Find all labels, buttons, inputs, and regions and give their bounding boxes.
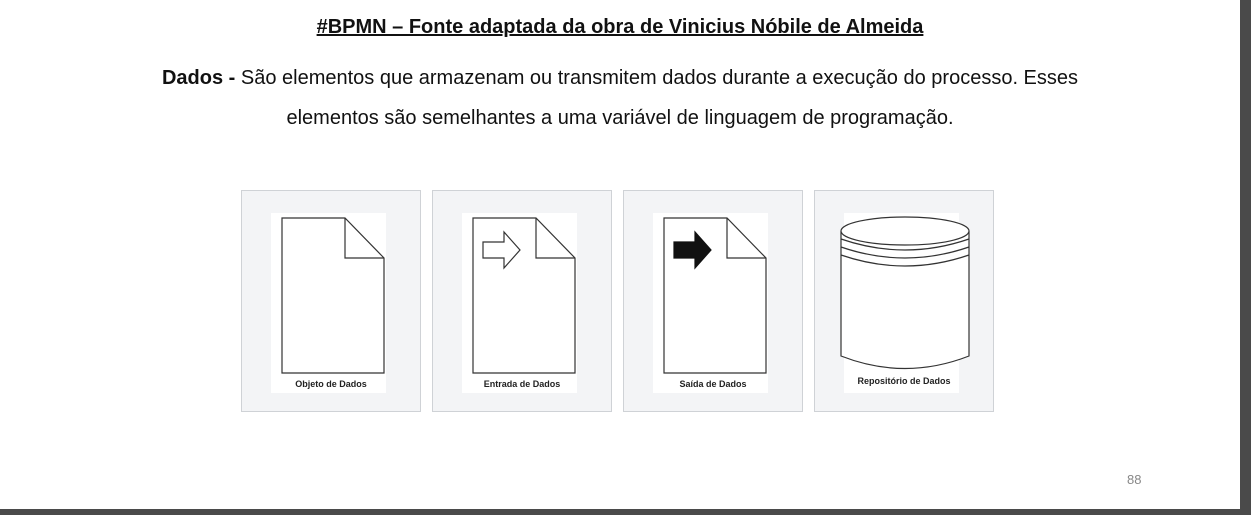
figure-data-object: Objeto de Dados bbox=[241, 190, 421, 412]
figure-data-store: Repositório de Dados bbox=[814, 190, 994, 412]
page-number: 88 bbox=[1127, 472, 1142, 487]
paragraph-label: Dados - bbox=[161, 67, 236, 89]
input-arrow-icon bbox=[482, 230, 521, 270]
paragraph-text: São elementos que armazenam ou transmite… bbox=[240, 67, 1079, 129]
data-output-icon bbox=[663, 217, 767, 374]
data-input-icon bbox=[472, 217, 576, 374]
figure-data-input: Entrada de Dados bbox=[432, 190, 612, 412]
figure-caption: Entrada de Dados bbox=[483, 379, 561, 389]
page-title: #BPMN – Fonte adaptada da obra de Vinici… bbox=[316, 16, 924, 38]
data-object-icon bbox=[281, 217, 385, 374]
output-arrow-icon bbox=[673, 230, 712, 270]
data-store-icon bbox=[840, 216, 970, 370]
viewer-background-bottom bbox=[0, 509, 1251, 515]
figure-caption: Saída de Dados bbox=[679, 379, 747, 389]
document-page: #BPMN – Fonte adaptada da obra de Vinici… bbox=[0, 0, 1240, 509]
figure-data-output: Saída de Dados bbox=[623, 190, 803, 412]
description-paragraph: Dados - São elementos que armazenam ou t… bbox=[120, 58, 1120, 138]
viewer-background-right bbox=[1240, 0, 1251, 515]
figure-caption: Repositório de Dados bbox=[857, 376, 951, 386]
figure-caption: Objeto de Dados bbox=[295, 379, 367, 389]
